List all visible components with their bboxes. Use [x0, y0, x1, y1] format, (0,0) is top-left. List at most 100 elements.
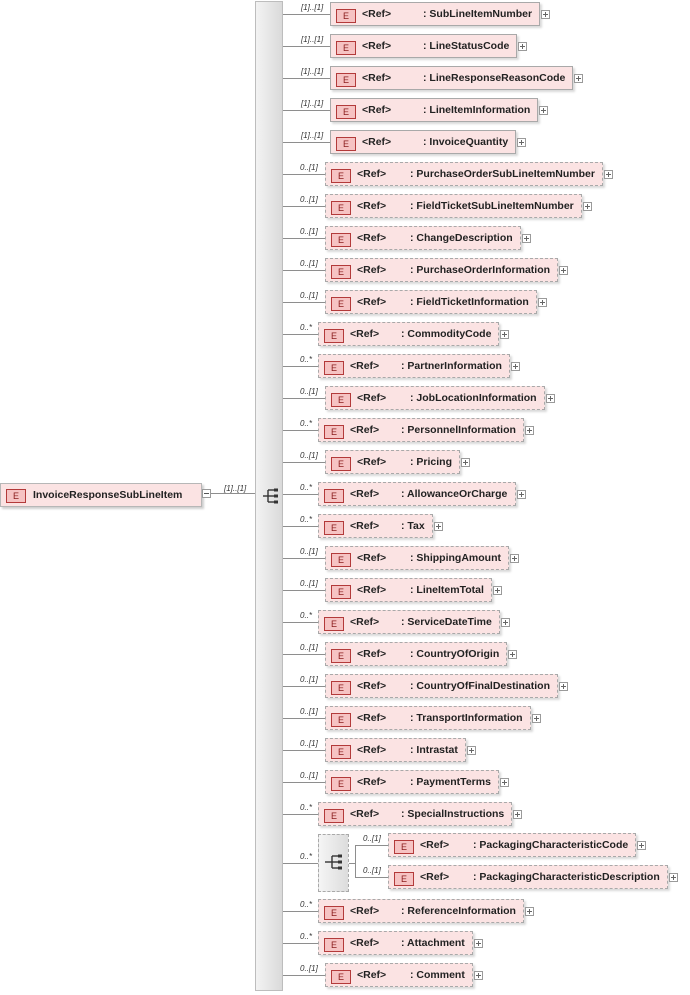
expand-icon[interactable] [434, 522, 443, 531]
element-box[interactable]: E<Ref>: Intrastat [325, 738, 466, 762]
ref-label: <Ref> [357, 969, 387, 981]
element-icon: E [322, 904, 344, 920]
element-box[interactable]: E<Ref>: ServiceDateTime [318, 610, 500, 634]
element-box[interactable]: E<Ref>: SpecialInstructions [318, 802, 512, 826]
element-icon: E [392, 870, 414, 886]
element-box[interactable]: E<Ref>: ReferenceInformation [318, 899, 524, 923]
element-box[interactable]: E<Ref>: CommodityCode [318, 322, 499, 346]
element-name: : PurchaseOrderSubLineItemNumber [410, 168, 595, 180]
expand-icon[interactable] [525, 426, 534, 435]
child-cardinality: 0..[1] [300, 675, 318, 684]
collapse-icon[interactable] [202, 489, 211, 498]
ref-label: <Ref> [357, 232, 387, 244]
choice-cardinality: 0..* [300, 852, 313, 861]
element-box[interactable]: E<Ref>: LineStatusCode [330, 34, 517, 58]
expand-icon[interactable] [522, 234, 531, 243]
ref-label: <Ref> [357, 776, 387, 788]
element-icon: E [329, 455, 351, 471]
child-cardinality: [1]..[1] [301, 67, 324, 76]
expand-icon[interactable] [559, 682, 568, 691]
element-box[interactable]: E<Ref>: PersonnelInformation [318, 418, 524, 442]
element-box[interactable]: E<Ref>: PackagingCharacteristicDescripti… [388, 865, 668, 889]
child-connector [283, 366, 318, 367]
expand-icon[interactable] [474, 971, 483, 980]
child-connector [283, 750, 325, 751]
expand-icon[interactable] [669, 873, 678, 882]
expand-icon[interactable] [532, 714, 541, 723]
element-box[interactable]: E<Ref>: ChangeDescription [325, 226, 521, 250]
element-box[interactable]: E<Ref>: CountryOfOrigin [325, 642, 507, 666]
element-name: : LineResponseReasonCode [423, 72, 566, 84]
expand-icon[interactable] [546, 394, 555, 403]
element-box[interactable]: E<Ref>: InvoiceQuantity [330, 130, 516, 154]
expand-icon[interactable] [539, 106, 548, 115]
element-box[interactable]: E<Ref>: PartnerInformation [318, 354, 510, 378]
element-box[interactable]: E<Ref>: Tax [318, 514, 433, 538]
ref-label: <Ref> [357, 264, 387, 276]
expand-icon[interactable] [493, 586, 502, 595]
element-box[interactable]: E<Ref>: AllowanceOrCharge [318, 482, 516, 506]
expand-icon[interactable] [525, 907, 534, 916]
ref-label: <Ref> [350, 520, 380, 532]
element-box[interactable]: E<Ref>: ShippingAmount [325, 546, 509, 570]
choice-compositor[interactable] [318, 834, 349, 892]
child-cardinality: [1]..[1] [301, 35, 324, 44]
element-box[interactable]: E<Ref>: PurchaseOrderInformation [325, 258, 558, 282]
child-cardinality: 0..[1] [300, 195, 318, 204]
element-box[interactable]: E<Ref>: CountryOfFinalDestination [325, 674, 558, 698]
element-box[interactable]: E<Ref>: SubLineItemNumber [330, 2, 540, 26]
expand-icon[interactable] [538, 298, 547, 307]
element-box[interactable]: E<Ref>: Attachment [318, 931, 473, 955]
child-connector [283, 174, 325, 175]
expand-icon[interactable] [461, 458, 470, 467]
ref-label: <Ref> [350, 328, 380, 340]
expand-icon[interactable] [508, 650, 517, 659]
child-connector [283, 334, 318, 335]
expand-icon[interactable] [518, 42, 527, 51]
expand-icon[interactable] [511, 362, 520, 371]
root-element-box[interactable]: E InvoiceResponseSubLineItem [0, 483, 202, 507]
element-box[interactable]: E<Ref>: PurchaseOrderSubLineItemNumber [325, 162, 603, 186]
expand-icon[interactable] [559, 266, 568, 275]
child-connector [283, 686, 325, 687]
expand-icon[interactable] [604, 170, 613, 179]
expand-icon[interactable] [513, 810, 522, 819]
element-box[interactable]: E<Ref>: FieldTicketInformation [325, 290, 537, 314]
expand-icon[interactable] [501, 618, 510, 627]
child-cardinality: 0..* [300, 803, 313, 812]
ref-label: <Ref> [362, 40, 392, 52]
element-name: : Pricing [410, 456, 453, 468]
element-name: : FieldTicketSubLineItemNumber [410, 200, 574, 212]
choice-branch-stub [349, 863, 356, 864]
element-name: : LineStatusCode [423, 40, 510, 52]
element-box[interactable]: E<Ref>: LineItemTotal [325, 578, 492, 602]
element-box[interactable]: E<Ref>: JobLocationInformation [325, 386, 545, 410]
expand-icon[interactable] [583, 202, 592, 211]
child-connector [283, 270, 325, 271]
expand-icon[interactable] [500, 330, 509, 339]
expand-icon[interactable] [574, 74, 583, 83]
element-box[interactable]: E<Ref>: PaymentTerms [325, 770, 499, 794]
element-name: : CountryOfFinalDestination [410, 680, 550, 692]
expand-icon[interactable] [637, 841, 646, 850]
element-icon: E [322, 487, 344, 503]
element-box[interactable]: E<Ref>: FieldTicketSubLineItemNumber [325, 194, 582, 218]
ref-label: <Ref> [357, 392, 387, 404]
element-box[interactable]: E<Ref>: PackagingCharacteristicCode [388, 833, 636, 857]
expand-icon[interactable] [500, 778, 509, 787]
expand-icon[interactable] [467, 746, 476, 755]
expand-icon[interactable] [474, 939, 483, 948]
expand-icon[interactable] [510, 554, 519, 563]
element-box[interactable]: E<Ref>: TransportInformation [325, 706, 531, 730]
element-box[interactable]: E<Ref>: LineItemInformation [330, 98, 538, 122]
expand-icon[interactable] [517, 138, 526, 147]
element-name: : InvoiceQuantity [423, 136, 509, 148]
expand-icon[interactable] [541, 10, 550, 19]
element-box[interactable]: E<Ref>: LineResponseReasonCode [330, 66, 573, 90]
child-cardinality: 0..[1] [300, 771, 318, 780]
element-box[interactable]: E<Ref>: Pricing [325, 450, 460, 474]
element-box[interactable]: E<Ref>: Comment [325, 963, 473, 987]
expand-icon[interactable] [517, 490, 526, 499]
child-connector [283, 14, 330, 15]
